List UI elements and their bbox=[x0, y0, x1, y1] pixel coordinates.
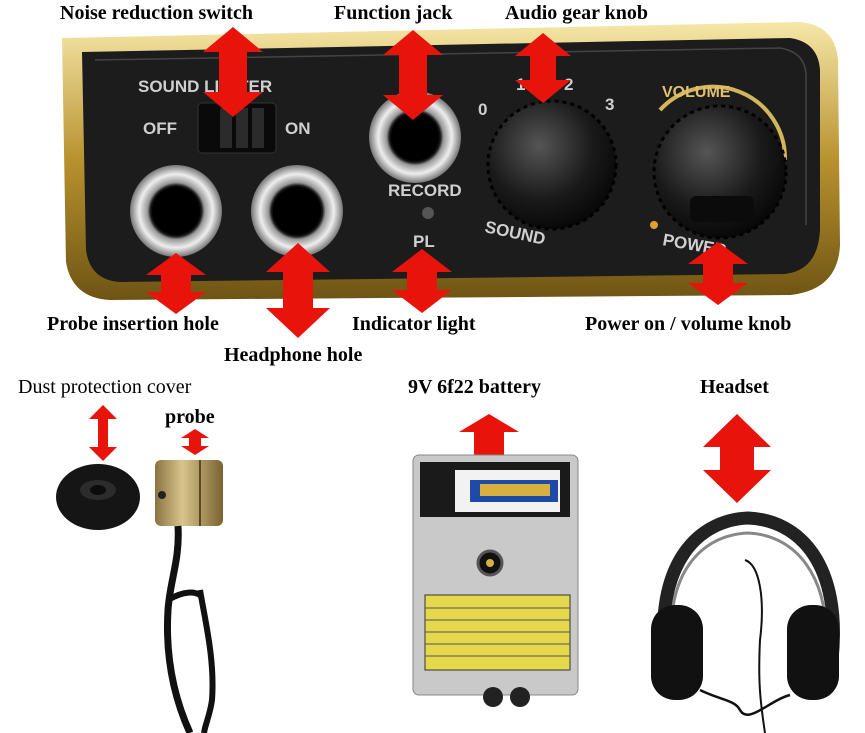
label-noise-switch: Noise reduction switch bbox=[60, 2, 253, 24]
arrow-headset bbox=[703, 414, 771, 503]
headphone-hole[interactable] bbox=[251, 165, 343, 257]
noise-reduction-switch[interactable] bbox=[197, 102, 277, 154]
arrow-headphone-hole bbox=[266, 243, 330, 338]
indicator-light bbox=[422, 207, 434, 219]
label-audio-gear-knob: Audio gear knob bbox=[505, 2, 648, 24]
label-indicator-light: Indicator light bbox=[352, 313, 476, 335]
arrow-probe-hole bbox=[146, 253, 206, 314]
power-dot bbox=[650, 221, 658, 229]
battery-unit bbox=[412, 454, 579, 707]
label-battery: 9V 6f22 battery bbox=[408, 376, 541, 398]
arrow-noise-switch bbox=[203, 27, 263, 117]
record-text: RECORD bbox=[388, 181, 462, 200]
power-volume-knob[interactable] bbox=[652, 84, 788, 240]
function-jack[interactable] bbox=[369, 91, 461, 183]
dial-2-text: 2 bbox=[564, 75, 573, 94]
arrow-dust-cover bbox=[89, 405, 117, 461]
label-function-jack: Function jack bbox=[334, 2, 453, 24]
on-text: ON bbox=[285, 119, 311, 138]
probe-image bbox=[155, 460, 223, 733]
label-probe-hole: Probe insertion hole bbox=[47, 313, 219, 335]
arrow-audio-gear bbox=[515, 33, 571, 103]
off-text: OFF bbox=[143, 119, 177, 138]
headset-image bbox=[651, 511, 840, 733]
label-headset: Headset bbox=[700, 376, 769, 398]
dust-cover bbox=[56, 464, 140, 530]
label-dust-cover: Dust protection cover bbox=[18, 376, 192, 398]
label-headphone-hole: Headphone hole bbox=[224, 344, 362, 366]
audio-gear-knob[interactable] bbox=[486, 99, 618, 231]
label-power-volume-knob: Power on / volume knob bbox=[585, 313, 791, 335]
dial-3-text: 3 bbox=[605, 95, 614, 114]
arrow-probe bbox=[181, 429, 209, 455]
arrow-power-volume bbox=[688, 242, 748, 305]
probe-insertion-hole[interactable] bbox=[130, 165, 222, 257]
dial-0-text: 0 bbox=[478, 100, 487, 119]
label-probe: probe bbox=[165, 406, 215, 428]
pl-text: PL bbox=[413, 232, 435, 251]
arrow-function-jack bbox=[383, 30, 443, 120]
arrow-indicator-light bbox=[392, 249, 452, 313]
volume-text: VOLUME bbox=[662, 84, 731, 101]
